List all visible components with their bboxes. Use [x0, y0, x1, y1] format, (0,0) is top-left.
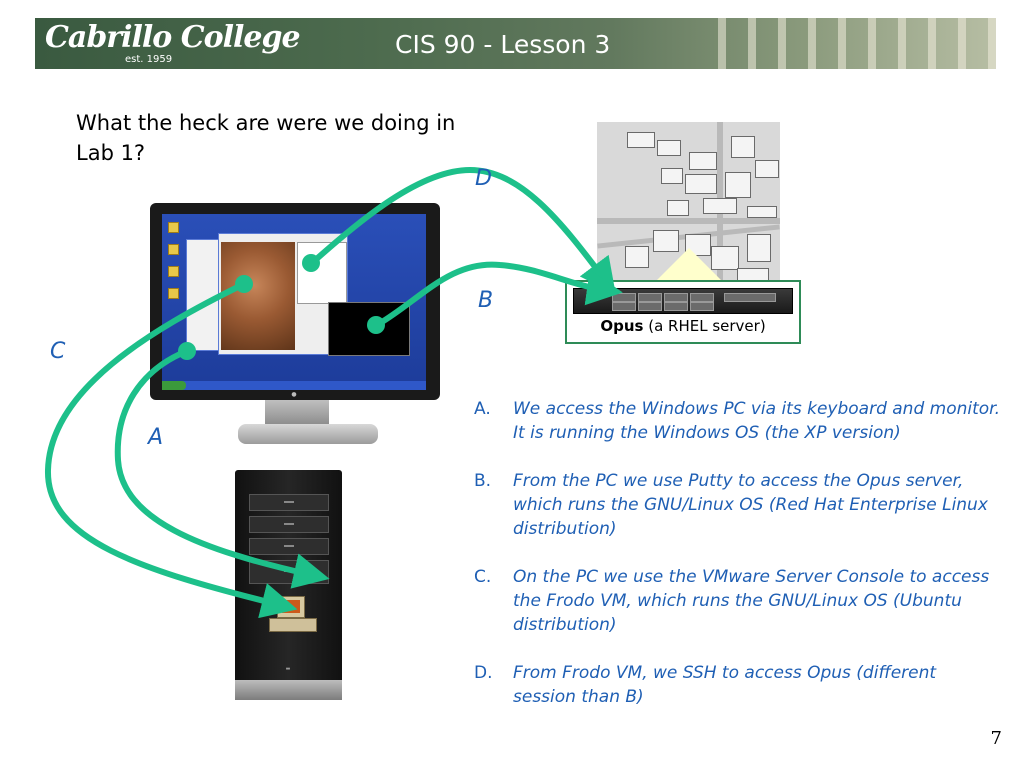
label-a: A [148, 425, 164, 450]
list-text: From the PC we use Putty to access the O… [513, 471, 988, 539]
drive-bay [249, 538, 329, 555]
frodo-vm-desktop [221, 242, 295, 350]
opus-caption: Opus (a RHEL server) [567, 317, 799, 335]
opus-server-box: Opus (a RHEL server) [565, 280, 801, 344]
list-item: B. From the PC we use Putty to access the… [474, 469, 1004, 541]
desktop-icon [168, 266, 179, 277]
page-number: 7 [990, 728, 1002, 749]
drive-bay [249, 560, 329, 584]
pc-tower-base [235, 680, 342, 700]
list-marker: C. [474, 567, 492, 587]
list-marker: D. [474, 663, 493, 683]
list-marker: A. [474, 399, 491, 419]
map-callout-pointer [655, 248, 723, 282]
list-item: C. On the PC we use the VMware Server Con… [474, 565, 1004, 637]
label-c: C [50, 339, 66, 364]
college-logo: Cabrillo College [45, 20, 301, 55]
list-text: We access the Windows PC via its keyboar… [513, 399, 1001, 443]
list-item: D. From Frodo VM, we SSH to access Opus (… [474, 661, 1004, 709]
monitor-stand-neck [265, 400, 329, 426]
putty-window [297, 242, 347, 304]
list-marker: B. [474, 471, 492, 491]
desktop-icon [168, 244, 179, 255]
desktop-icon [168, 222, 179, 233]
desktop-icon [168, 288, 179, 299]
windows-taskbar [162, 381, 426, 390]
pc-tower: ▬ [235, 470, 342, 700]
drive-bay [249, 516, 329, 533]
windows-pc-monitor: ● [150, 203, 440, 400]
start-button [162, 381, 186, 390]
drive-bay [249, 494, 329, 511]
college-logo-est: est. 1959 [125, 54, 173, 65]
opus-name: Opus [600, 317, 644, 335]
list-text: On the PC we use the VMware Server Conso… [513, 567, 990, 635]
list-item: A. We access the Windows PC via its keybo… [474, 397, 1004, 445]
frodo-vm-icon [269, 596, 317, 632]
ssh-terminal-window [328, 302, 410, 356]
monitor-stand-base [238, 424, 378, 444]
label-d: D [475, 166, 492, 191]
hp-logo-icon: ● [291, 391, 297, 398]
header-banner: Cabrillo College est. 1959 CIS 90 - Less… [35, 18, 996, 69]
header-pillars-image [696, 18, 996, 69]
label-b: B [478, 288, 494, 313]
rack-server-icon [573, 288, 793, 314]
list-text: From Frodo VM, we SSH to access Opus (di… [513, 663, 937, 707]
question-text: What the heck are were we doing in Lab 1… [76, 111, 456, 165]
slide-title: CIS 90 - Lesson 3 [395, 30, 611, 59]
explanation-list: A. We access the Windows PC via its keybo… [474, 397, 1004, 733]
tower-badge-icon: ▬ [285, 666, 291, 672]
opus-description: (a RHEL server) [648, 317, 766, 335]
monitor-screen [162, 214, 426, 390]
